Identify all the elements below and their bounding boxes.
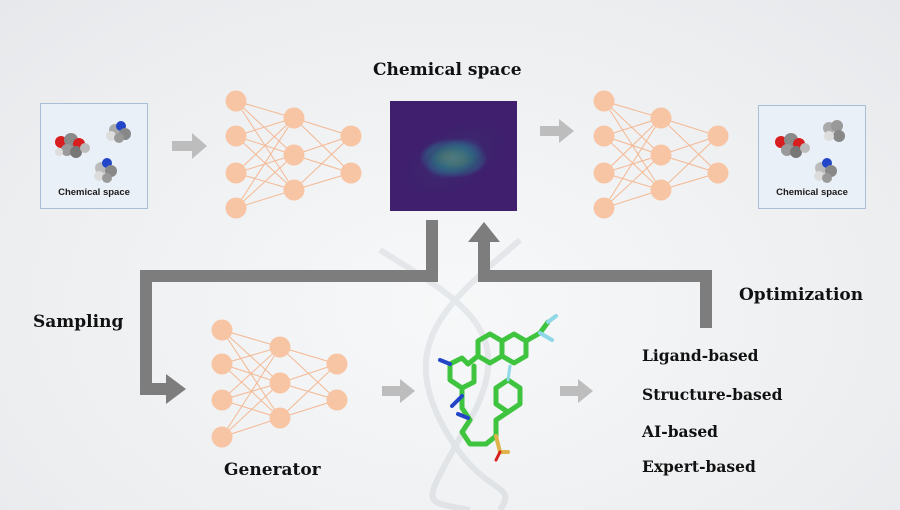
network-edge bbox=[235, 117, 295, 209]
method-structure-based: Structure-based bbox=[642, 385, 783, 404]
network-node bbox=[269, 407, 291, 429]
network-node bbox=[269, 372, 291, 394]
method-expert-based: Expert-based bbox=[642, 457, 756, 476]
network-node bbox=[211, 426, 233, 448]
method-ligand-based: Ligand-based bbox=[642, 346, 759, 365]
network-edge bbox=[235, 154, 295, 209]
network-node bbox=[211, 319, 233, 341]
network-node bbox=[650, 144, 672, 166]
arrow-generator-to-molecule bbox=[382, 379, 415, 403]
latent-space-density-plot bbox=[371, 77, 536, 235]
network-node bbox=[593, 197, 615, 219]
output-chemical-space-box: Chemical space bbox=[758, 105, 866, 209]
network-edge bbox=[235, 117, 295, 174]
molecule-cluster-icon bbox=[775, 120, 845, 183]
network-node bbox=[326, 389, 348, 411]
network-edge bbox=[603, 100, 662, 156]
network-node bbox=[225, 125, 247, 147]
molecule-cluster-icon bbox=[55, 121, 131, 183]
network-node bbox=[225, 162, 247, 184]
network-node bbox=[283, 144, 305, 166]
network-node bbox=[211, 389, 233, 411]
optimization-arrow-head bbox=[468, 222, 500, 242]
sampling-arrow-head bbox=[166, 374, 186, 404]
network-node bbox=[326, 353, 348, 375]
network-node bbox=[283, 107, 305, 129]
network-node bbox=[340, 125, 362, 147]
network-node bbox=[225, 197, 247, 219]
network-edge bbox=[603, 117, 662, 209]
network-node bbox=[225, 90, 247, 112]
network-edge bbox=[603, 154, 662, 209]
method-ai-based: AI-based bbox=[642, 422, 719, 441]
network-node bbox=[269, 336, 291, 358]
encoder-network bbox=[225, 90, 362, 219]
input-box-label: Chemical space bbox=[58, 187, 130, 198]
network-node bbox=[593, 90, 615, 112]
generated-molecule-icon bbox=[438, 314, 558, 462]
output-box-label: Chemical space bbox=[776, 187, 848, 198]
network-node bbox=[650, 179, 672, 201]
network-node bbox=[283, 179, 305, 201]
network-node bbox=[707, 125, 729, 147]
network-node bbox=[593, 125, 615, 147]
sampling-path-arrow bbox=[140, 220, 438, 395]
network-node bbox=[650, 107, 672, 129]
network-edge bbox=[221, 346, 281, 401]
network-node bbox=[340, 162, 362, 184]
decoder-network bbox=[593, 90, 729, 219]
sampling-label: Sampling bbox=[33, 312, 124, 332]
chemical-space-title: Chemical space bbox=[373, 60, 522, 80]
network-edge bbox=[221, 382, 281, 438]
optimization-path-arrow bbox=[478, 240, 712, 328]
arrow-molecule-to-optimization bbox=[560, 379, 593, 403]
generator-label: Generator bbox=[224, 460, 321, 480]
network-node bbox=[593, 162, 615, 184]
network-edge bbox=[221, 329, 281, 384]
network-node bbox=[211, 353, 233, 375]
network-edge bbox=[660, 135, 719, 191]
arrow-latent-to-decoder bbox=[540, 119, 574, 143]
network-edge bbox=[221, 346, 281, 438]
optimization-label: Optimization bbox=[739, 285, 864, 305]
network-node bbox=[707, 162, 729, 184]
network-edge bbox=[279, 363, 338, 419]
network-edge bbox=[235, 100, 295, 156]
generator-network bbox=[211, 319, 348, 448]
network-edge bbox=[603, 117, 662, 174]
arrow-input-to-encoder bbox=[172, 133, 207, 159]
dna-background-decoration bbox=[378, 237, 522, 510]
network-edge bbox=[293, 135, 352, 191]
input-chemical-space-box: Chemical space bbox=[40, 103, 148, 209]
